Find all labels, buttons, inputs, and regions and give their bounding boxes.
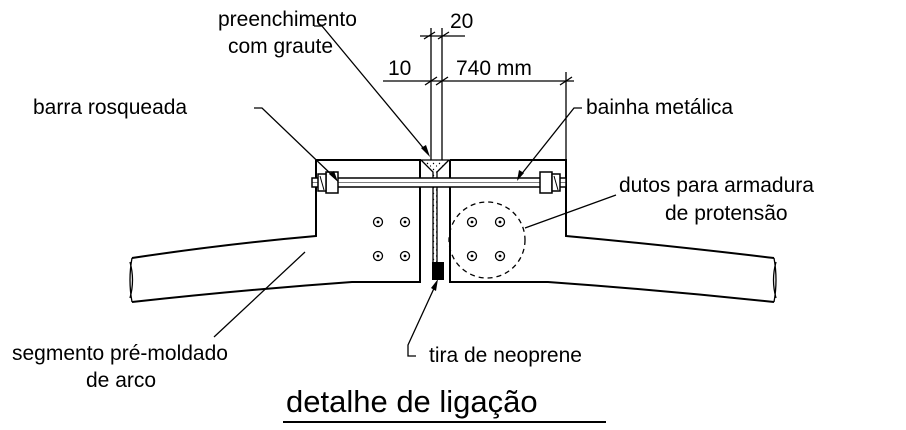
prestress-ducts-left [372, 216, 411, 262]
leader-lines [213, 25, 617, 357]
precast-segment-label-line1: segmento pré-moldado [12, 342, 228, 365]
neoprene-strip-label: tira de neoprene [429, 344, 582, 367]
grout-fill-label-line1: preenchimento [218, 8, 357, 31]
threaded-bar [311, 171, 567, 194]
precast-segment-label-line2: de arco [86, 369, 156, 392]
prestress-ducts-label-line2: de protensão [665, 202, 788, 225]
metal-sheath-label: bainha metálica [586, 96, 733, 119]
prestress-ducts-label-line1: dutos para armadura [619, 174, 814, 197]
left-arch-segment [129, 159, 421, 303]
threaded-bar-label: barra rosqueada [33, 96, 187, 119]
prestress-ducts-right [448, 201, 526, 279]
dimension-20-label: 20 [450, 10, 473, 33]
dimension-lines [383, 28, 574, 160]
grout-fill-label-line2: com graute [228, 35, 333, 58]
dimension-740-label: 740 mm [456, 57, 532, 80]
drawing-title: detalhe de ligação [286, 384, 538, 419]
grout-fill [419, 159, 451, 280]
dimension-10-label: 10 [388, 57, 411, 80]
right-arch-segment [449, 159, 777, 303]
